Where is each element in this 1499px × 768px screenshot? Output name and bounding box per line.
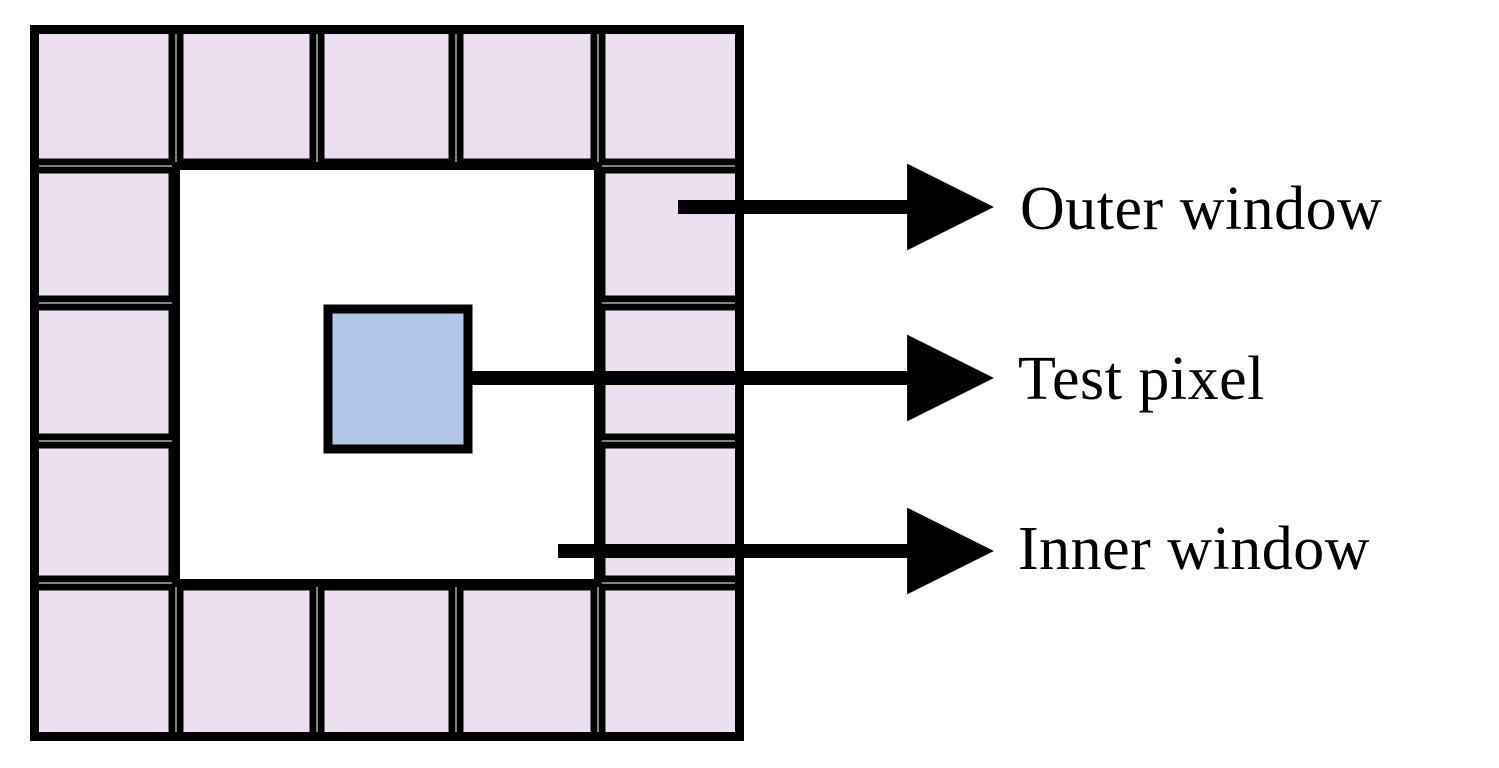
outer-window-cell	[176, 25, 317, 166]
outer-window-cell	[30, 25, 176, 166]
label-inner-window: Inner window	[1018, 515, 1371, 583]
outer-window-cell	[30, 441, 176, 583]
outer-window-cell	[598, 583, 744, 741]
outer-window-cell	[317, 25, 456, 166]
outer-window-cell	[598, 441, 744, 583]
annotation-arrows	[466, 163, 994, 595]
outer-window-cell	[176, 583, 317, 741]
label-outer-window: Outer window	[1020, 175, 1383, 243]
outer-window-cell	[30, 166, 176, 303]
outer-window-cell	[30, 583, 176, 741]
outer-window-cell	[456, 583, 598, 741]
outer-window-cell	[598, 166, 744, 303]
outer-window-cell	[30, 303, 176, 441]
test-pixel-square	[323, 304, 473, 454]
label-test-pixel: Test pixel	[1018, 345, 1265, 413]
outer-window-cell	[317, 583, 456, 741]
outer-window-cell	[598, 25, 744, 166]
outer-window-cell	[456, 25, 598, 166]
